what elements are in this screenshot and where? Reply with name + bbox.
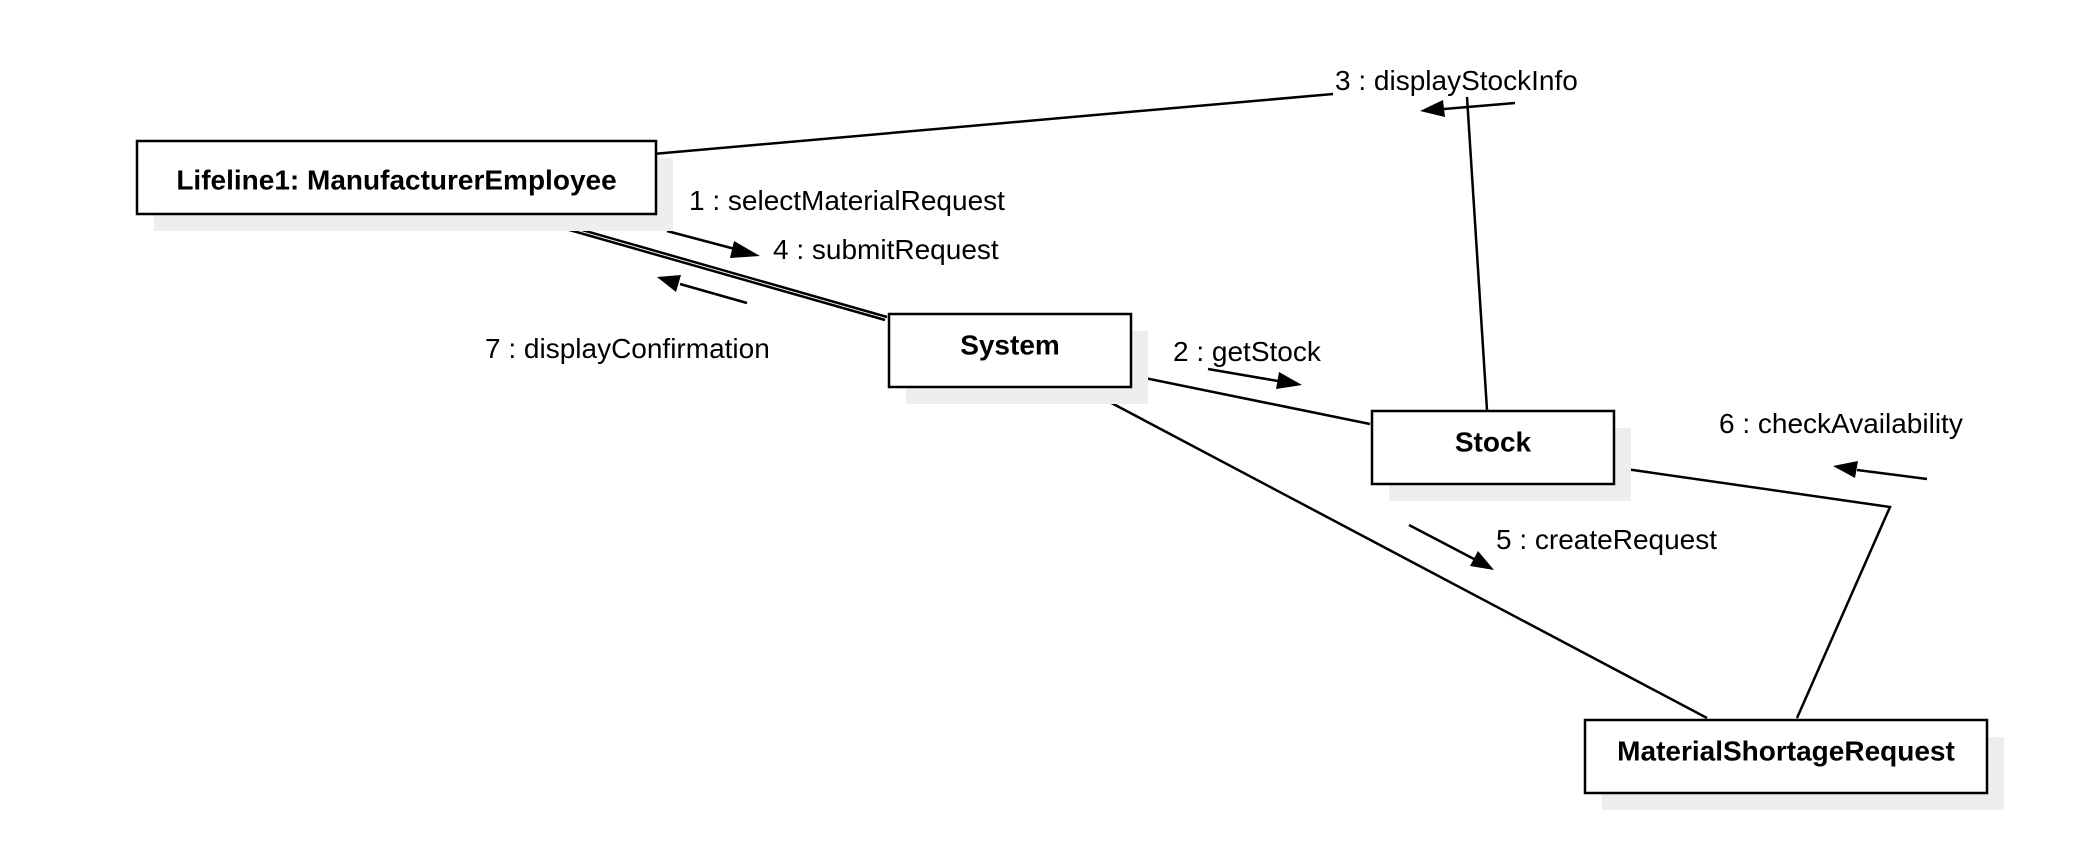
arrow-m7 bbox=[657, 275, 748, 305]
message-arrows bbox=[657, 100, 1928, 570]
message-7-label: 7 : displayConfirmation bbox=[485, 333, 770, 364]
link-employee-system-2 bbox=[530, 217, 886, 322]
arrow-m6 bbox=[1833, 461, 1928, 481]
message-3-label: 3 : displayStockInfo bbox=[1335, 65, 1578, 96]
message-6-label: 6 : checkAvailability bbox=[1719, 408, 1963, 439]
link-employee-stock bbox=[652, 92, 1334, 156]
arrow-m2 bbox=[1207, 367, 1302, 389]
link-system-shortage bbox=[1084, 387, 1708, 720]
link-system-stock bbox=[1129, 373, 1371, 426]
object-shortage-request-label: MaterialShortageRequest bbox=[1617, 735, 1955, 766]
message-4-label: 4 : submitRequest bbox=[773, 234, 999, 265]
object-system[interactable]: System bbox=[887, 312, 1148, 404]
object-system-label: System bbox=[960, 329, 1060, 360]
link-stock-shortage bbox=[1611, 465, 1892, 719]
arrow-m3 bbox=[1420, 100, 1516, 117]
object-employee-label: Lifeline1: ManufacturerEmployee bbox=[176, 164, 616, 195]
object-stock[interactable]: Stock bbox=[1370, 409, 1631, 501]
link-employee-system bbox=[532, 214, 888, 319]
link-stock-up bbox=[1465, 96, 1489, 411]
links bbox=[530, 92, 1892, 720]
arrow-m5 bbox=[1408, 523, 1494, 570]
message-5-label: 5 : createRequest bbox=[1496, 524, 1717, 555]
message-2-label: 2 : getStock bbox=[1173, 336, 1322, 367]
object-stock-label: Stock bbox=[1455, 426, 1532, 457]
message-labels: 1 : selectMaterialRequest 4 : submitRequ… bbox=[485, 65, 1963, 555]
object-shortage-request[interactable]: MaterialShortageRequest bbox=[1583, 718, 2004, 810]
arrow-m1-m4 bbox=[666, 229, 760, 258]
object-employee[interactable]: Lifeline1: ManufacturerEmployee bbox=[135, 139, 673, 231]
message-1-label: 1 : selectMaterialRequest bbox=[689, 185, 1005, 216]
